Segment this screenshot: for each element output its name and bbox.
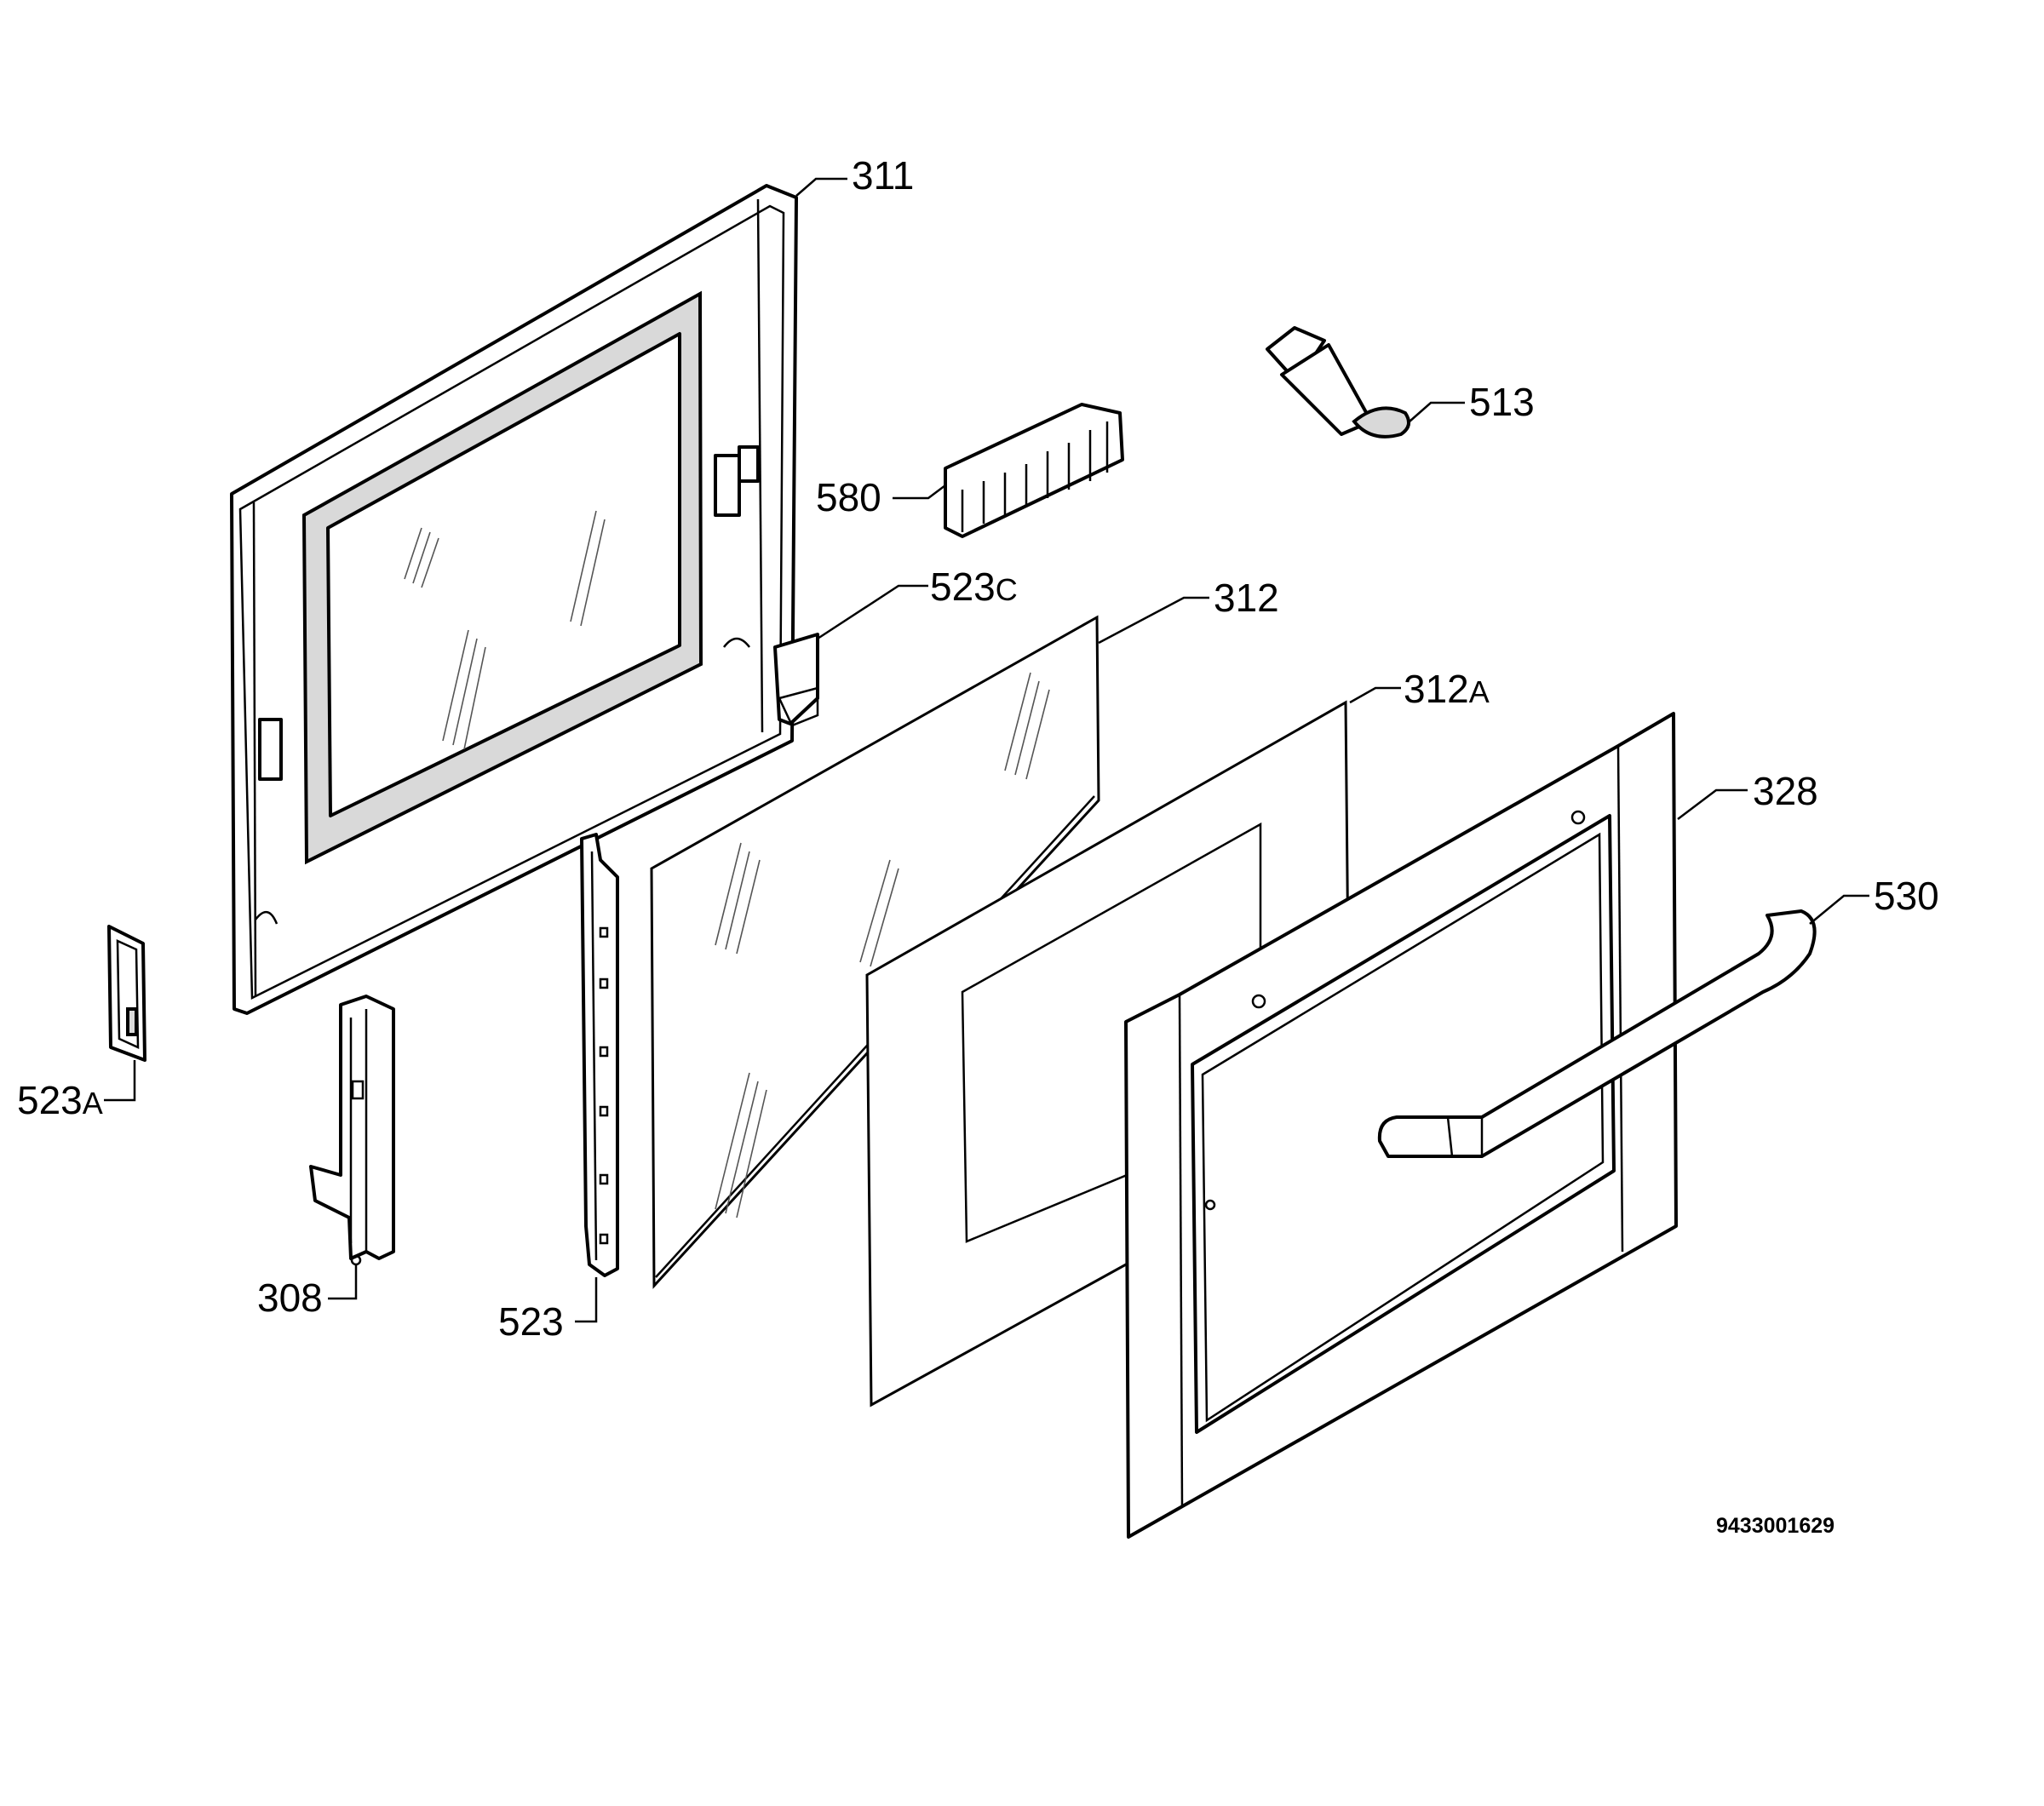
label-523c: 523C (930, 565, 1018, 609)
drawing-number: 9433001629 (1716, 1514, 1834, 1538)
clip-513 (1266, 326, 1410, 439)
label-523: 523 (498, 1299, 564, 1344)
inner-door-frame-311 (230, 184, 798, 1015)
label-530: 530 (1874, 874, 1939, 918)
label-328: 328 (1753, 769, 1818, 813)
label-523a: 523A (17, 1078, 103, 1122)
label-513: 513 (1469, 380, 1535, 424)
label-312a: 312A (1404, 667, 1490, 711)
door-hinge-308 (309, 995, 395, 1266)
label-308: 308 (257, 1276, 323, 1320)
label-311: 311 (852, 153, 914, 198)
label-312: 312 (1214, 576, 1279, 620)
bracket-580 (944, 403, 1124, 538)
label-580: 580 (816, 475, 881, 519)
bracket-523c (773, 633, 819, 727)
side-strip-523 (580, 833, 619, 1277)
hinge-cover-523a (107, 925, 146, 1062)
door-handle-530 (1377, 909, 1817, 1158)
